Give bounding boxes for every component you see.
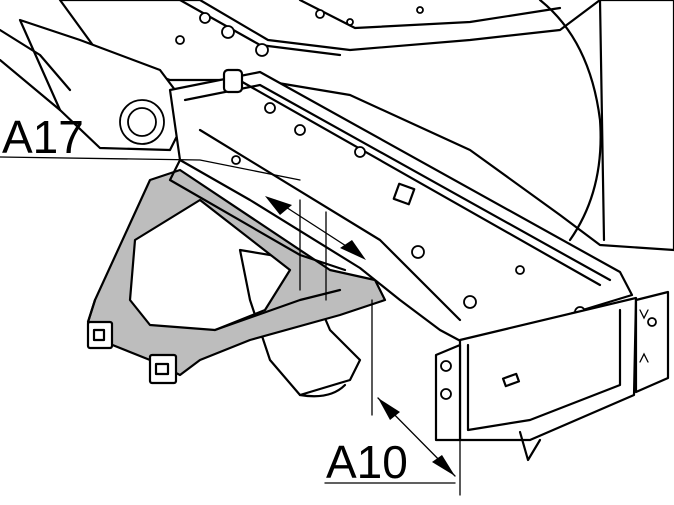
chassis-rail [168, 68, 634, 347]
dimension-a17 [0, 156, 366, 301]
rail-box-end [434, 290, 670, 462]
left-side-structure [0, 18, 192, 152]
label-a10: A10 [326, 436, 408, 488]
bracket-tabs [86, 320, 178, 385]
dimension-a10 [324, 299, 461, 496]
label-a17: A17 [2, 111, 84, 163]
